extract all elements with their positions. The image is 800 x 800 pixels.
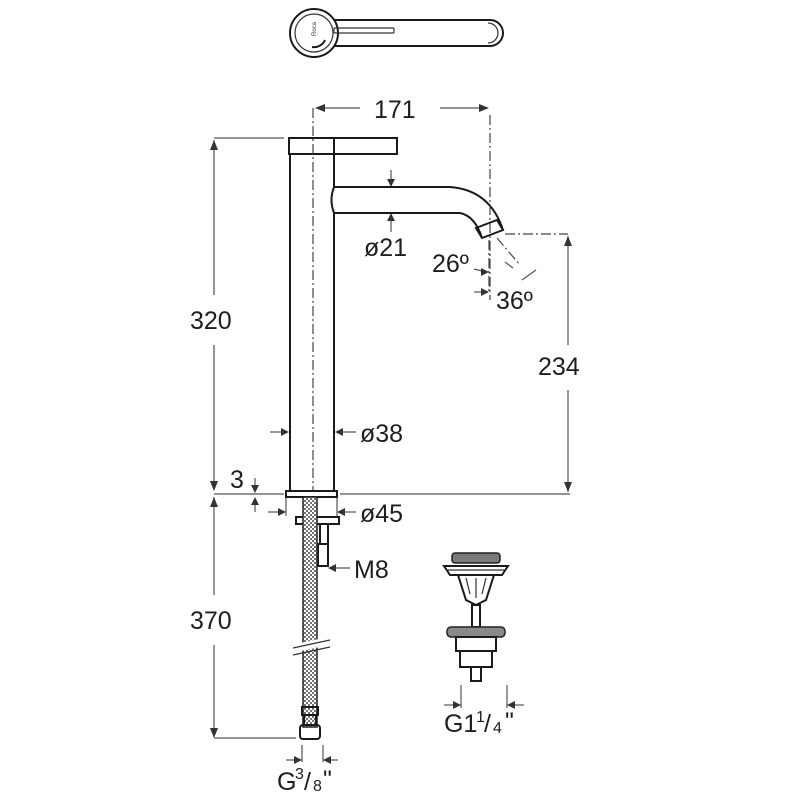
dim-body-diameter: ø38 [360, 420, 403, 448]
drain-valve [442, 552, 510, 682]
svg-text:": " [505, 708, 514, 736]
dim-hose-length: 370 [190, 607, 232, 635]
dim-base-thickness: 3 [230, 466, 244, 494]
side-view-faucet [285, 108, 505, 740]
dim-spout-reach: 171 [374, 96, 416, 124]
dim-angle-36: 36º [496, 287, 533, 315]
svg-text:G1: G1 [444, 710, 477, 738]
svg-text:8: 8 [313, 778, 322, 795]
svg-text:1: 1 [476, 709, 485, 726]
dim-spout-diameter: ø21 [364, 234, 407, 262]
dim-stud-thread: M8 [354, 556, 389, 584]
top-view-handle: Roca [289, 8, 504, 58]
braided-hose [302, 496, 318, 728]
svg-text:G: G [277, 768, 296, 796]
dim-angle-26: 26º [432, 250, 469, 278]
dim-base-diameter: ø45 [360, 500, 403, 528]
svg-text:/: / [484, 710, 491, 738]
dim-drain-connection: G1 1 / 4 " [444, 708, 514, 738]
dimension-lines [210, 104, 572, 764]
svg-text:4: 4 [493, 720, 502, 737]
svg-text:": " [323, 766, 332, 794]
dim-spout-height: 234 [538, 353, 580, 381]
dim-hose-connection: G 3 / 8 " [277, 766, 332, 796]
dim-total-height: 320 [190, 307, 232, 335]
svg-text:/: / [304, 768, 311, 796]
brand-mark: Roca [312, 21, 318, 36]
svg-text:3: 3 [295, 766, 304, 783]
